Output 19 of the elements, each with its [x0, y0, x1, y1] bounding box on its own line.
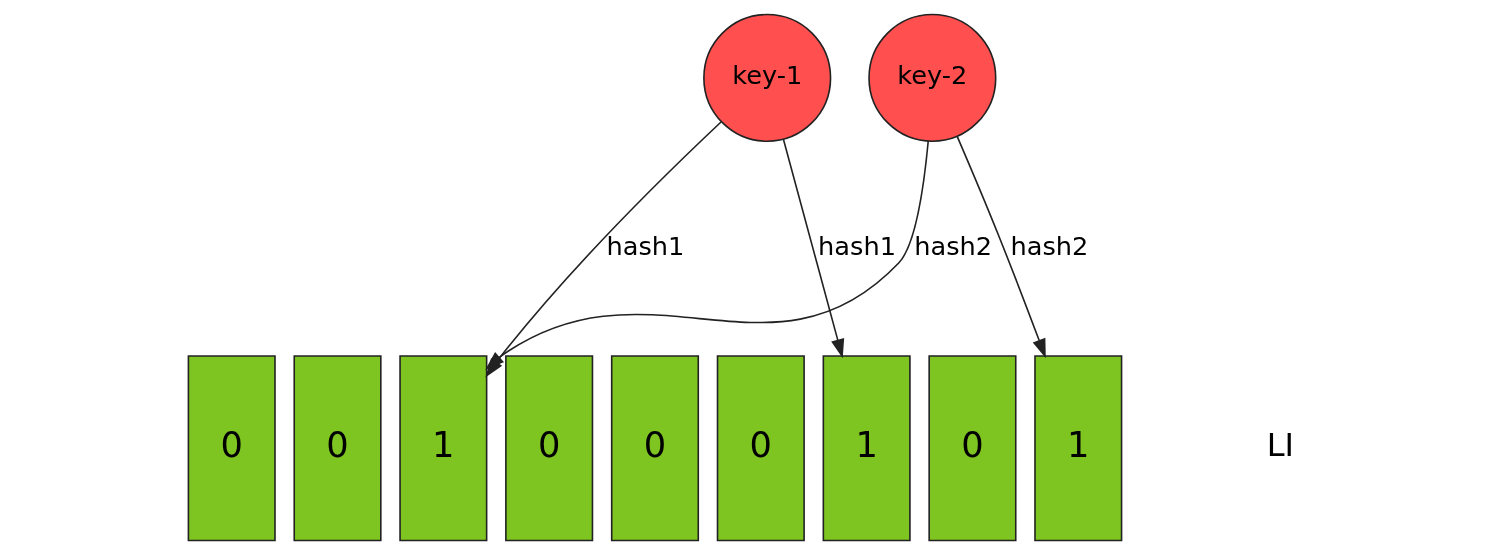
node-circle: key-2: [868, 13, 997, 142]
node-circle: key-1: [703, 13, 832, 142]
node-box: 0: [293, 355, 382, 542]
edge-label: hash1: [606, 230, 685, 261]
node-box: 0: [610, 355, 700, 542]
node-box: 0: [928, 355, 1017, 542]
edge-label: hash1: [818, 230, 896, 261]
node-box: 0: [716, 355, 805, 542]
node-box: 1: [1034, 355, 1123, 542]
node-box: 1: [822, 355, 911, 542]
arrow: [485, 140, 930, 370]
edge-label: hash2: [1010, 230, 1089, 261]
arrow: [782, 138, 845, 359]
edge-label: hash2: [914, 230, 993, 261]
node-box: 0: [505, 355, 594, 542]
node-box: 1: [399, 355, 488, 542]
node-box: 0: [187, 355, 276, 542]
arrow: [956, 135, 1046, 359]
label: LI: [1266, 426, 1294, 465]
